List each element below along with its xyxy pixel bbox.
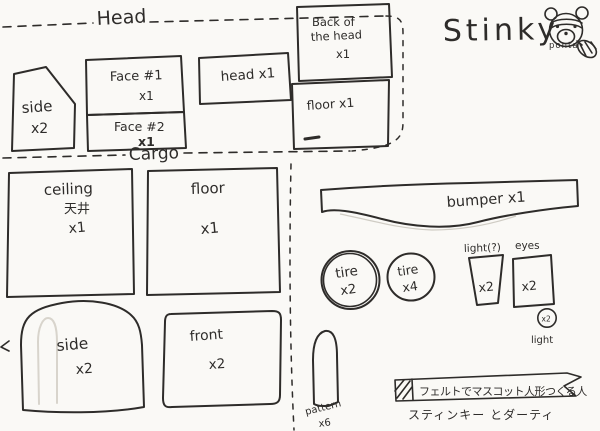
head-floor-shape [291, 79, 390, 150]
ceiling-qty: x1 [68, 220, 87, 237]
round-light-label: light [531, 335, 553, 346]
piece-round-light: x2 light [531, 307, 557, 346]
cargo-side-faint-arch [36, 316, 58, 405]
head-side-label: side [21, 97, 53, 117]
piece-eyes: eyes x2 [512, 240, 555, 308]
cargo-floor-label: floor [191, 179, 226, 198]
left-margin-arrow-icon [0, 340, 10, 352]
banner-hatch-icon [394, 379, 413, 400]
tire-small-label: tire [396, 261, 419, 279]
face1-qty: x1 [139, 89, 154, 103]
cargo-side-qty: x2 [75, 361, 93, 378]
piece-tire-small: tire x4 [386, 252, 436, 302]
bumper-shape [320, 179, 579, 228]
ceiling-label: ceiling [44, 179, 94, 199]
piece-face2: Face #2 x1 [86, 111, 187, 152]
piece-front: front x2 [162, 310, 282, 409]
banner-text: フェルトでマスコット人形つくる人 [419, 385, 587, 398]
ceiling-label-jp: 天井 [64, 202, 90, 217]
cargo-floor-qty: x1 [200, 218, 220, 238]
cargo-dash-vertical [289, 163, 295, 431]
eyes-label: eyes [515, 240, 540, 252]
piece-bumper: bumper x1 [320, 179, 579, 231]
piece-pattern: pattern x6 [304, 329, 342, 430]
back-of-head-label2: the head [310, 27, 362, 44]
tire-big-inner-line [322, 252, 378, 308]
eyes-shape [512, 254, 555, 308]
pattern-qty: x6 [318, 417, 332, 430]
tire-small-shape [386, 252, 436, 302]
back-of-head-shape [296, 3, 393, 82]
front-shape [162, 310, 282, 409]
ceiling-shape [6, 168, 135, 298]
pattern-shape [312, 329, 339, 408]
piece-face1: Face #1 x1 [85, 55, 185, 116]
light-qty: x2 [478, 278, 495, 295]
light-label: light(?) [464, 242, 501, 255]
piece-head-side: side x2 [11, 66, 76, 152]
head-floor-mark [303, 135, 321, 141]
back-of-head-qty: x1 [336, 47, 350, 61]
bear-mascot-icon [544, 6, 598, 59]
cargo-floor-shape [146, 167, 281, 296]
head-top-label: head x1 [220, 65, 276, 85]
head-section-label: Head [96, 5, 147, 30]
piece-back-of-head: Back of the head x1 [296, 3, 393, 82]
front-label: front [189, 327, 224, 345]
note-banner: フェルトでマスコット人形つくる人 [394, 372, 588, 402]
cargo-side-shape [20, 300, 145, 414]
piece-light: light(?) x2 [464, 242, 504, 306]
piece-cargo-side: side x2 [20, 300, 145, 414]
banner-ribbon-shape [394, 372, 582, 402]
round-light-qty: x2 [542, 315, 551, 324]
cargo-dash-right [183, 150, 351, 154]
signature: ponta [549, 41, 579, 51]
front-qty: x2 [208, 356, 226, 373]
bumper-label: bumper x1 [446, 190, 526, 211]
page-title: Stinky [443, 12, 560, 49]
back-of-head-label1: Back of [312, 15, 356, 29]
head-dash-left [2, 22, 94, 28]
subtitle-text: スティンキー とダーティ [408, 407, 554, 422]
cargo-side-label: side [56, 334, 89, 355]
round-light-shape [536, 307, 557, 328]
tire-big-qty: x2 [339, 282, 357, 299]
head-top-shape [198, 52, 292, 105]
piece-tire-big: tire x2 [320, 250, 381, 310]
face1-label: Face #1 [110, 68, 163, 85]
piece-cargo-floor: floor x1 [146, 167, 281, 296]
piece-head-floor: floor x1 [291, 79, 390, 150]
head-floor-label: floor x1 [306, 95, 355, 113]
cargo-dash-left [2, 154, 126, 159]
piece-head-top: head x1 [198, 52, 292, 105]
face2-qty: x1 [138, 134, 155, 149]
pattern-label: pattern [304, 398, 342, 418]
head-side-shape [11, 66, 76, 152]
bumper-ghost-line [339, 213, 517, 231]
head-dash-right [149, 15, 385, 23]
section-boundaries [0, 15, 404, 431]
face1-shape [85, 55, 185, 116]
head-side-qty: x2 [31, 121, 48, 137]
tire-big-shape [320, 250, 381, 310]
tire-big-label: tire [334, 263, 359, 282]
eyes-qty: x2 [521, 277, 538, 294]
light-shape [468, 254, 504, 306]
face2-shape [86, 111, 187, 152]
banner-divider [411, 378, 414, 401]
face2-label: Face #2 [114, 119, 165, 134]
piece-ceiling: ceiling 天井 x1 [6, 168, 135, 298]
tire-small-qty: x4 [401, 278, 418, 295]
